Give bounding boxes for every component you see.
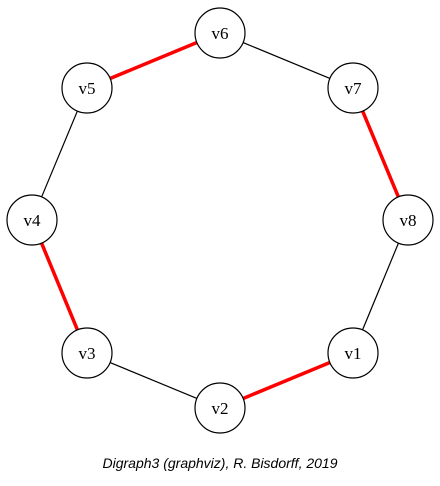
node-label-v4: v4 xyxy=(24,211,42,230)
caption: Digraph3 (graphviz), R. Bisdorff, 2019 xyxy=(102,455,338,471)
node-v4: v4 xyxy=(6,194,58,246)
node-circle-v3 xyxy=(61,327,113,379)
node-circle-v2 xyxy=(194,382,246,434)
edge-v4-v3 xyxy=(39,242,80,331)
node-label-v5: v5 xyxy=(79,79,96,98)
node-label-v6: v6 xyxy=(212,24,229,43)
edge-v2-v1 xyxy=(242,360,331,401)
node-v2: v2 xyxy=(194,382,246,434)
node-v5: v5 xyxy=(61,62,113,114)
node-label-v2: v2 xyxy=(212,399,229,418)
node-v3: v3 xyxy=(61,327,113,379)
node-v7: v7 xyxy=(327,62,379,114)
node-circle-v7 xyxy=(327,62,379,114)
node-label-v1: v1 xyxy=(345,344,362,363)
edge-v5-v4 xyxy=(41,110,78,198)
node-circle-v5 xyxy=(61,62,113,114)
node-v1: v1 xyxy=(327,327,379,379)
node-label-v8: v8 xyxy=(400,211,417,230)
edge-v5-v6 xyxy=(109,40,198,81)
node-v6: v6 xyxy=(194,7,246,59)
edge-v3-v2 xyxy=(109,361,198,400)
edge-v8-v7 xyxy=(361,110,400,198)
node-circle-v1 xyxy=(327,327,379,379)
node-v8: v8 xyxy=(382,194,434,246)
node-circle-v4 xyxy=(6,194,58,246)
node-label-v7: v7 xyxy=(345,79,363,98)
edge-v6-v7 xyxy=(242,41,331,80)
nodes-layer: v1 v2 v3 v4 v5 v6 v7 v8 xyxy=(6,7,434,434)
node-circle-v8 xyxy=(382,194,434,246)
node-circle-v6 xyxy=(194,7,246,59)
edges-layer xyxy=(39,40,400,401)
node-label-v3: v3 xyxy=(79,344,96,363)
edge-v1-v8 xyxy=(361,242,400,331)
